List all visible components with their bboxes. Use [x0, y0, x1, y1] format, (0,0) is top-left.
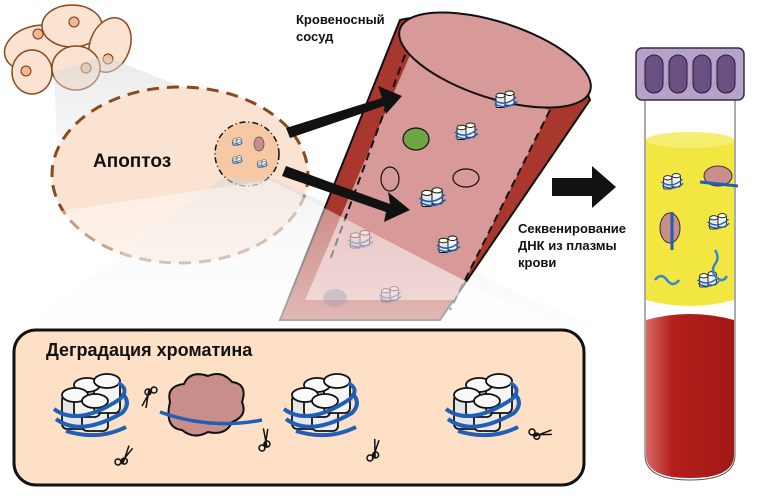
release-arrows: [282, 86, 410, 222]
protein: [380, 166, 400, 192]
blood-tube: [635, 47, 745, 481]
cell: [11, 49, 53, 95]
sequencing-arrow: [552, 166, 616, 208]
nucleus: [20, 65, 32, 77]
sequencing-label: Секвенирование ДНК из плазмы крови: [518, 221, 627, 270]
faded-fragments: [323, 229, 402, 307]
nucleosome: [454, 122, 479, 141]
apoptosis-label: Апоптоз: [93, 151, 172, 172]
degradation-panel: [12, 328, 586, 487]
nucleosome: [436, 235, 461, 254]
protein: [452, 168, 480, 188]
protein-cut: [159, 373, 263, 437]
apoptotic-body: [214, 121, 280, 187]
vessel-contents: [380, 90, 518, 254]
nucleosome: [418, 186, 447, 208]
nucleus: [32, 28, 44, 40]
fade-overlay: [0, 180, 560, 330]
apoptotic-fragments: [231, 136, 268, 168]
chromatin-degradation-label: Деградация хроматина: [46, 340, 253, 360]
nucleosome: [493, 90, 518, 109]
nucleus: [68, 16, 80, 28]
protein-green: [402, 127, 430, 151]
blood-layer: [646, 314, 734, 478]
blood-vessel-label: Кровеносный сосуд: [296, 12, 385, 44]
